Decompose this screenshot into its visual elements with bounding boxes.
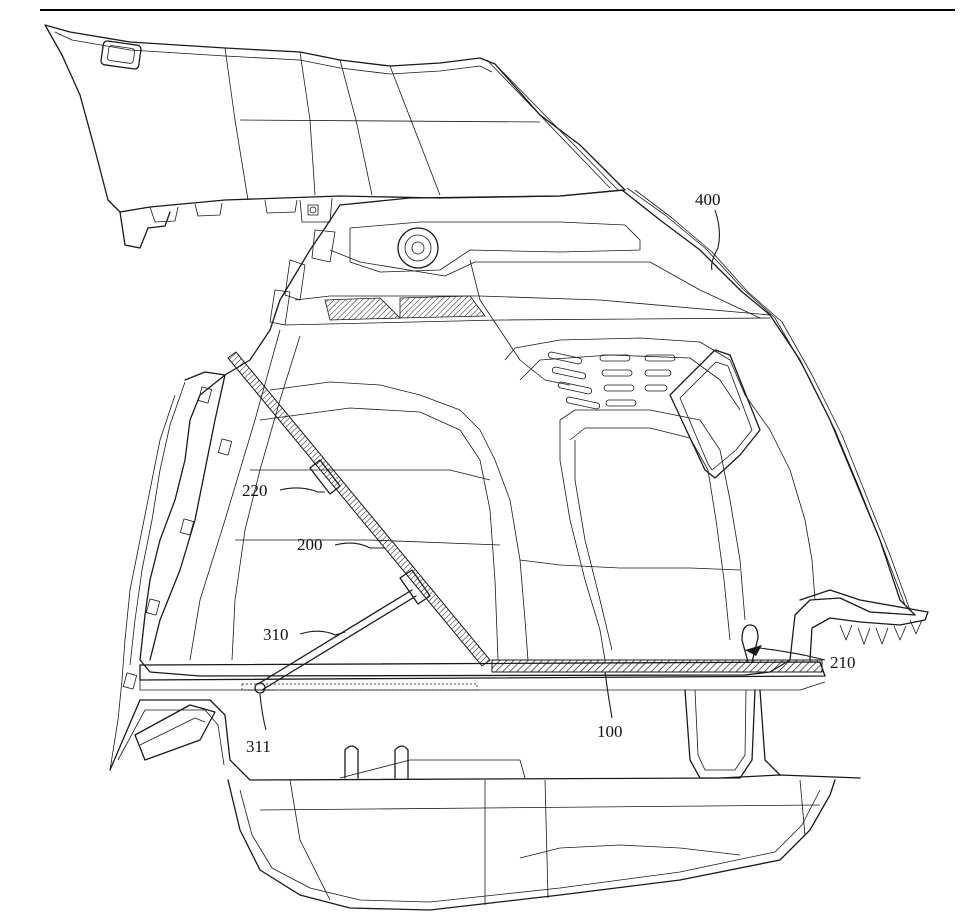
label-310-group: 310 <box>263 625 346 644</box>
label-311-group: 311 <box>246 693 271 756</box>
label-220: 220 <box>242 481 268 500</box>
hook-210 <box>741 624 762 663</box>
lower-storage-tub <box>109 689 861 911</box>
label-100-group: 100 <box>597 671 623 741</box>
pivot-311 <box>254 682 266 694</box>
label-400: 400 <box>695 190 721 209</box>
vent-slots <box>547 351 676 410</box>
label-220-group: 220 <box>242 481 325 500</box>
divider-board-200 <box>227 351 491 667</box>
label-100: 100 <box>597 722 623 741</box>
side-trim-body <box>109 187 929 771</box>
upper-trim-panel <box>44 24 626 249</box>
floor-cover-100 <box>139 659 826 691</box>
rear-clips <box>839 619 923 645</box>
label-210-group: 210 <box>759 647 856 672</box>
label-400-group: 400 <box>695 190 721 271</box>
label-200: 200 <box>297 535 323 554</box>
support-rod-310 <box>248 589 417 694</box>
label-310: 310 <box>263 625 289 644</box>
label-200-group: 200 <box>297 535 385 554</box>
label-210: 210 <box>830 653 856 672</box>
label-311: 311 <box>246 737 271 756</box>
